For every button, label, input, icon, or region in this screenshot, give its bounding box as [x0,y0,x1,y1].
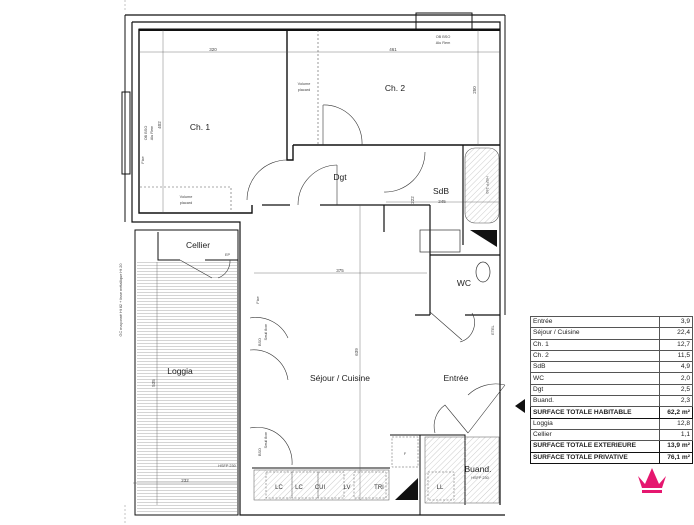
surface-label: Ch. 2 [530,349,660,363]
surface-value: 2,3 [658,395,694,408]
volume-placard-label: Volume [180,195,193,199]
room-wc: WC [457,278,471,288]
loggia-floor [137,262,237,512]
dim-ch2-depth: 250 [472,86,477,94]
guardrail-label: GC maçonné Ht 82 + lisse métallique Ht 2… [119,264,123,337]
bso-label: BSO [258,338,262,346]
hsfp-kitchen: HSFP 230 [218,464,235,468]
surface-value: 22,4 [658,327,694,340]
window-label: OB BSO [436,35,451,39]
kitchen-tri: TRI [374,485,384,491]
surface-label: Séjour / Cuisine [530,327,660,340]
bso-label: BSO [258,448,262,456]
surface-label: SURFACE TOTALE EXTERIEURE [530,440,660,453]
kitchen-lc: LC [275,485,283,491]
hsfp-buand: HSFP 230 [471,476,488,480]
dim-sejour-width: 375 [336,268,344,273]
surface-label: Dgt [530,383,660,397]
surface-value: 11,5 [658,349,694,363]
arrow-marker [515,399,525,413]
dim-ch1-depth: 402 [157,121,162,129]
room-cellier: Cellier [186,240,210,250]
room-sejour-cuisine: Séjour / Cuisine [310,373,370,383]
volume-placard-label: placard [180,201,192,205]
surface-label: SURFACE TOTALE PRIVATIVE [530,451,660,464]
surface-label: Loggia [530,417,660,430]
room-buanderie: Buand. [465,464,492,474]
room-entree: Entrée [443,373,468,383]
volume-placard-label: placard [298,88,310,92]
dim-sejour-depth: 639 [354,348,359,356]
room-loggia: Loggia [167,366,193,376]
room-sdb: SdB [433,186,449,196]
room-ch2: Ch. 2 [385,83,406,93]
surface-label: Cellier [530,428,660,442]
surface-value: 1,1 [658,428,694,442]
fixe-label: Fixe [141,156,145,163]
surface-label: Entrée [530,315,660,329]
surface-value: 62,2 m² [658,406,694,419]
window-label: Alu Rem [150,126,154,141]
bathtub [464,147,500,224]
kitchen-counter [253,469,390,501]
dim-ch2-width: 461 [389,47,397,52]
surface-value: 2,5 [658,383,694,397]
volume-placard-label: Volume [298,82,311,86]
washbasin [419,229,461,253]
dim-ch1-width: 320 [209,47,217,52]
surface-value: 76,1 m² [658,451,694,464]
surface-label: WC [530,372,660,385]
surface-value: 12,7 [658,338,694,351]
surface-value: 12,8 [658,417,694,430]
room-dgt: Dgt [333,172,347,182]
surface-value: 2,0 [658,372,694,385]
kitchen-lc: LC [295,485,303,491]
buanderie-floor [424,436,500,504]
kitchen-appliances [265,436,455,501]
window-label: Alu Rem [436,41,451,45]
surface-label: Buand. [530,395,660,408]
seuil-label: Seuil 8cm [264,324,268,341]
kitchen-cui: CUI [315,485,326,491]
surface-label: SdB [530,361,660,374]
surface-value: 13,9 m² [658,440,694,453]
surface-value: 3,9 [658,315,694,329]
walls [124,14,506,516]
etel-label: ETEL [491,325,495,335]
surface-label: SURFACE TOTALE HABITABLE [530,406,660,419]
dim-sdb-width: 245 [438,199,446,204]
dim-loggia-width: 232 [181,478,189,483]
fixe-label: Fixe [256,296,260,303]
crown-icon [638,468,666,493]
doors [179,104,506,466]
room-ch1: Ch. 1 [190,122,211,132]
surface-label: Ch. 1 [530,338,660,351]
window-label: OB BSO [144,126,148,141]
ep-label: EP [225,253,231,257]
kitchen-lv: LV [344,485,351,491]
toilet [475,261,491,283]
seuil-label: Seuil 8cm [264,432,268,449]
kitchen-f: F [404,452,407,456]
kitchen-ll: LL [437,485,444,491]
dim-loggia-depth: 535 [151,379,156,387]
surface-value: 4,9 [658,361,694,374]
surface-row: Buand.2,3 [530,395,694,408]
dim-sdb-depth: 222 [410,196,415,204]
hsfp-bath: HSFP 240 [485,176,489,193]
